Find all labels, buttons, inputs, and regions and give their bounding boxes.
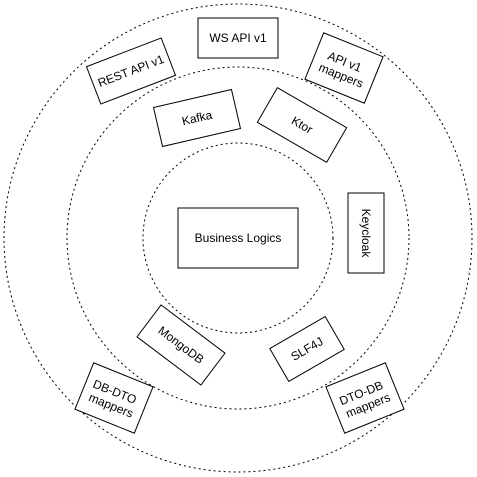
business-logics-node[interactable]: Business Logics <box>177 207 299 269</box>
dto-db-mappers-box <box>325 362 405 434</box>
ws-api-label: WS API v1 <box>209 31 267 45</box>
mongodb-box <box>136 304 226 386</box>
dto-db-mappers-node[interactable]: DTO-DB mappers <box>325 362 405 434</box>
business-logics-box <box>177 207 299 269</box>
middle-ring <box>66 66 410 410</box>
inner-ring <box>142 142 334 334</box>
db-dto-mappers-box <box>74 362 154 434</box>
ktor-box <box>256 86 348 164</box>
keycloak-node[interactable]: Keycloak <box>347 192 385 274</box>
ws-api-node[interactable]: WS API v1 <box>197 17 279 59</box>
api-mappers-box <box>304 32 384 104</box>
mongodb-node[interactable]: MongoDB <box>136 304 226 386</box>
keycloak-label: Keycloak <box>359 209 373 259</box>
rest-api-box <box>85 37 177 105</box>
db-dto-mappers-node[interactable]: DB-DTO mappers <box>74 362 154 434</box>
ws-api-box <box>197 17 279 59</box>
api-mappers-node[interactable]: API v1 mappers <box>304 32 384 104</box>
slf4j-box <box>269 315 345 383</box>
business-logics-label: Business Logics <box>195 231 282 245</box>
kafka-box <box>152 88 242 148</box>
kafka-node[interactable]: Kafka <box>152 88 242 148</box>
kafka-label: Kafka <box>180 108 213 129</box>
outer-ring <box>3 3 473 473</box>
slf4j-node[interactable]: SLF4J <box>269 315 345 383</box>
rest-api-node[interactable]: REST API v1 <box>85 37 177 105</box>
ktor-node[interactable]: Ktor <box>256 86 348 164</box>
keycloak-box <box>347 192 385 274</box>
